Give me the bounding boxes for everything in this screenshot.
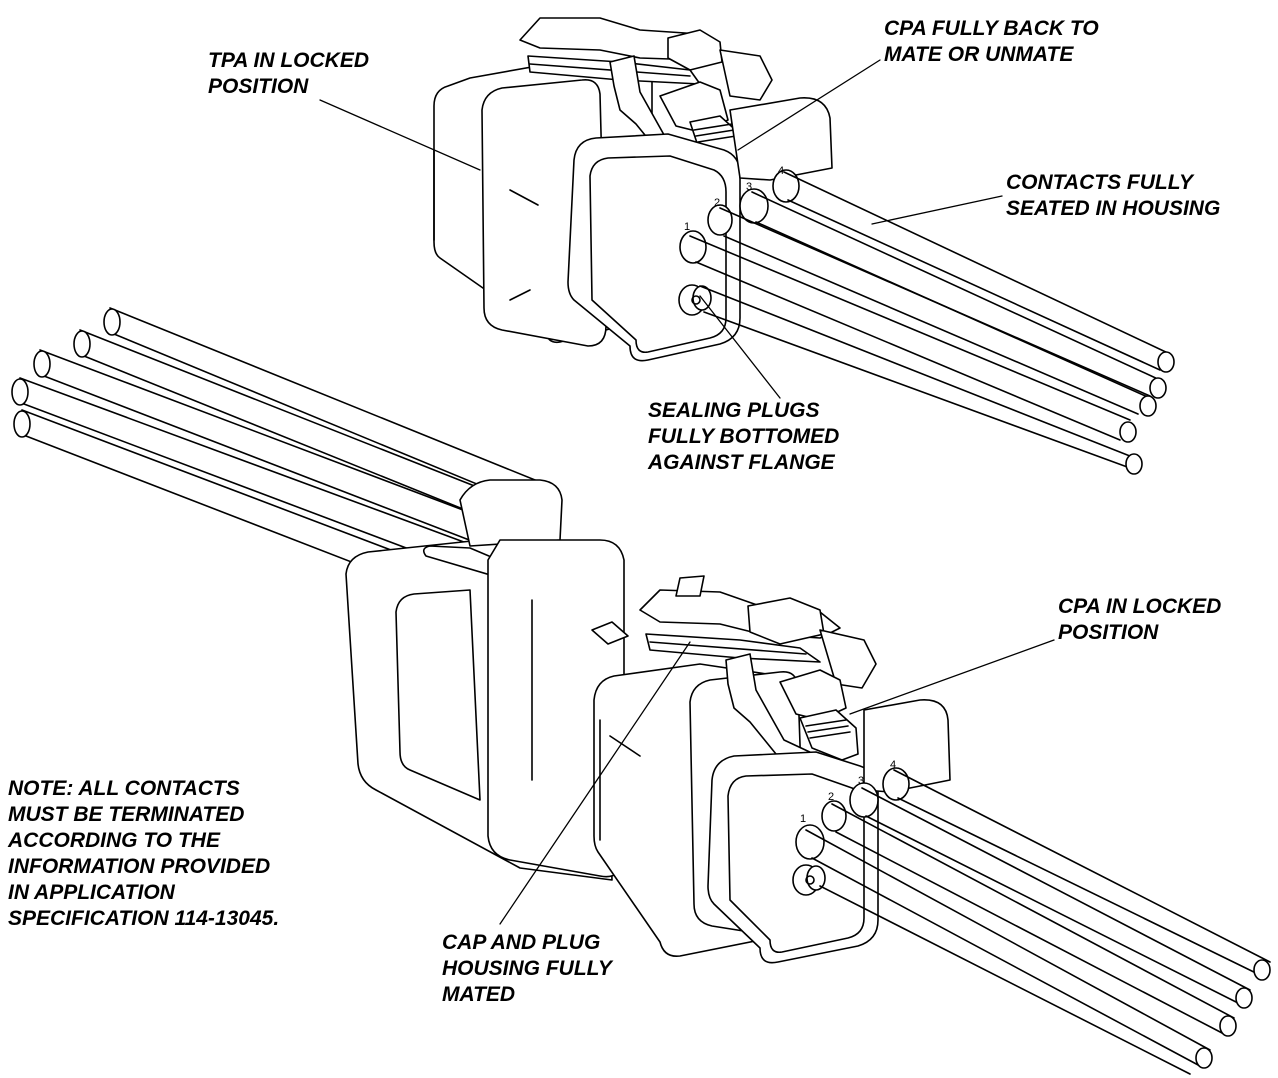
pin-bottom-3: 3 (858, 775, 864, 787)
label-line: CPA FULLY BACK TO (884, 17, 1099, 40)
label-tpa-locked: TPA IN LOCKED POSITION (208, 48, 369, 100)
leader-cpa-locked (849, 639, 1055, 715)
label-line: HOUSING FULLY (442, 957, 612, 980)
label-contacts-seated: CONTACTS FULLY SEATED IN HOUSING (1006, 170, 1220, 222)
note-line: SPECIFICATION 114-13045. (8, 907, 280, 930)
pin-bottom-1: 1 (800, 813, 806, 825)
label-line: MATE OR UNMATE (884, 43, 1074, 66)
label-line: SEALING PLUGS (648, 399, 820, 422)
bottom-assembly (11, 307, 1271, 1075)
leader-lines (319, 59, 1055, 925)
note-line: ACCORDING TO THE (8, 829, 220, 852)
pin-bottom-4: 4 (890, 759, 896, 771)
pin-bottom-2: 2 (828, 791, 834, 803)
leader-cpa-back (737, 59, 881, 151)
note-line: NOTE: ALL CONTACTS (8, 777, 240, 800)
pin-numbers-bottom: 1 2 3 4 (800, 759, 896, 825)
pin-top-4: 4 (778, 165, 784, 177)
label-line: CAP AND PLUG (442, 931, 601, 954)
pin-top-2: 2 (714, 197, 720, 209)
note-line: INFORMATION PROVIDED (8, 855, 271, 878)
label-line: CPA IN LOCKED (1058, 595, 1222, 618)
label-line: CONTACTS FULLY (1006, 171, 1194, 194)
pin-numbers-top: 1 2 3 4 (684, 165, 784, 233)
label-line: TPA IN LOCKED (208, 49, 369, 72)
label-sealing-plugs: SEALING PLUGS FULLY BOTTOMED AGAINST FLA… (648, 398, 839, 476)
label-line: POSITION (1058, 621, 1159, 644)
note-line: MUST BE TERMINATED (8, 803, 245, 826)
label-cap-plug-mated: CAP AND PLUG HOUSING FULLY MATED (442, 930, 612, 1008)
pin-top-1: 1 (684, 221, 690, 233)
label-line: POSITION (208, 75, 309, 98)
top-connector (433, 17, 1175, 475)
note-line: IN APPLICATION (8, 881, 175, 904)
label-line: FULLY BOTTOMED (648, 425, 840, 448)
label-line: MATED (442, 983, 516, 1006)
leader-tpa (319, 99, 481, 171)
label-line: AGAINST FLANGE (648, 451, 835, 474)
label-line: SEATED IN HOUSING (1006, 197, 1221, 220)
pin-top-3: 3 (746, 181, 752, 193)
label-cpa-back: CPA FULLY BACK TO MATE OR UNMATE (884, 16, 1099, 68)
leader-sealing (699, 295, 781, 399)
leader-contacts (871, 195, 1003, 225)
leader-cap-plug (499, 641, 691, 925)
note-block: NOTE: ALL CONTACTS MUST BE TERMINATED AC… (8, 776, 279, 932)
label-cpa-locked: CPA IN LOCKED POSITION (1058, 594, 1221, 646)
